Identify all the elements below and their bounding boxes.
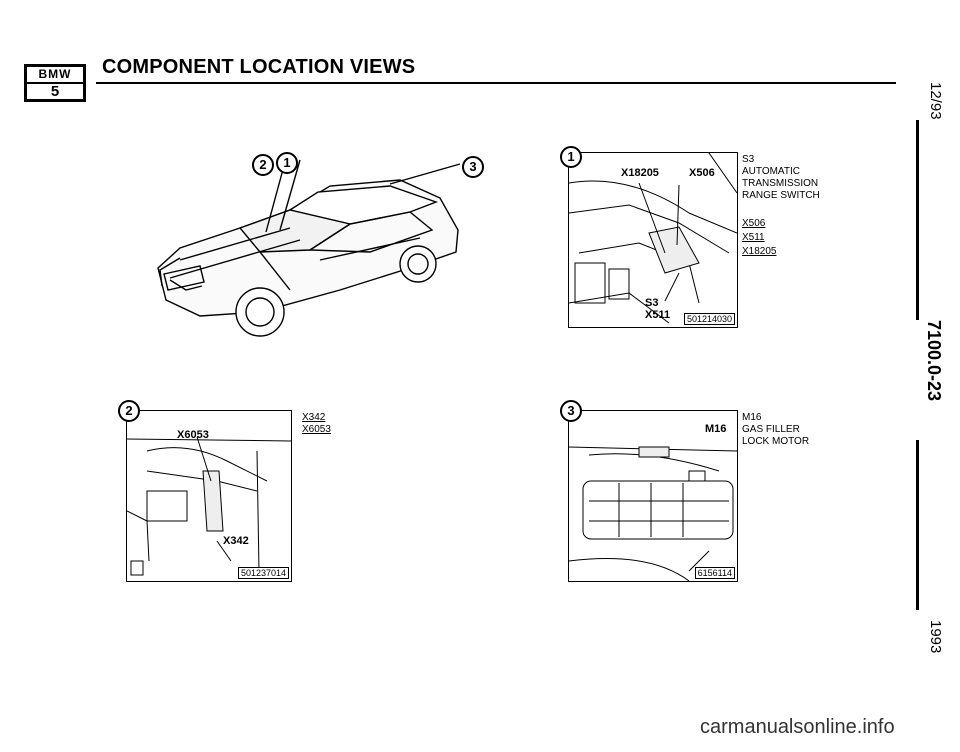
car-drawing [157, 159, 461, 337]
figure-number-2: 501237014 [237, 567, 289, 579]
side-rule-bottom [916, 440, 919, 610]
legend-m16-line1: GAS FILLER [742, 424, 800, 435]
side-page-number: 7100.0-23 [924, 320, 944, 402]
figure-number-1: 501214030 [683, 313, 735, 325]
callout-2-car: 2 [252, 154, 274, 176]
callout-3-panel: 3 [560, 400, 582, 422]
label-x342: X342 [223, 535, 249, 547]
legend-m16-line2: LOCK MOTOR [742, 436, 810, 447]
legend-s3-line2: TRANSMISSION [742, 178, 819, 189]
panel-3-legend: M16 GAS FILLER LOCK MOTOR [742, 412, 809, 448]
legend-x506: X506 [742, 218, 766, 229]
logo-brand: BMW [27, 67, 83, 84]
callout-1-car: 1 [276, 152, 298, 174]
panel-3-drawing [568, 446, 738, 582]
panel-3-trunk: M16 6156114 [568, 410, 738, 582]
car-illustration [140, 140, 500, 360]
label-m16: M16 [705, 423, 727, 435]
legend-m16-code: M16 [742, 412, 762, 423]
legend-x6053: X6053 [302, 424, 331, 435]
logo-series: 5 [50, 83, 60, 100]
legend-s3-line1: AUTOMATIC [742, 166, 800, 177]
label-s3: S3 [645, 297, 659, 309]
label-x511: X511 [645, 309, 671, 321]
callout-3-car: 3 [462, 156, 484, 178]
side-date: 12/93 [927, 82, 944, 120]
panel-2-drawing [126, 436, 292, 576]
header-rule [96, 82, 896, 84]
watermark-text[interactable]: carmanualsonline.info [700, 716, 895, 738]
panel-1-legend: S3 AUTOMATIC TRANSMISSION RANGE SWITCH X… [742, 154, 820, 258]
legend-s3-line3: RANGE SWITCH [742, 190, 820, 201]
legend-x511: X511 [742, 232, 765, 243]
side-year: 1993 [927, 620, 944, 654]
callout-2-panel: 2 [118, 400, 140, 422]
label-x18205: X18205 [621, 167, 659, 179]
panel-1-transmission: X18205 X506 S3 X511 501214030 [568, 152, 738, 328]
callout-1-panel: 1 [560, 146, 582, 168]
legend-x342: X342 [302, 412, 326, 423]
figure-number-3: 6156114 [694, 567, 735, 579]
page-title: COMPONENT LOCATION VIEWS [102, 56, 416, 78]
panel-1-drawing [568, 152, 738, 324]
panel-2-door: X6053 X342 501237014 [126, 410, 292, 582]
label-x506: X506 [689, 167, 715, 179]
panel-2-legend: X342 X6053 [302, 412, 331, 436]
bmw-5-logo: BMW 5 [24, 64, 86, 102]
legend-s3-code: S3 [742, 154, 755, 165]
legend-x18205: X18205 [742, 246, 777, 257]
side-rule-top [916, 120, 919, 320]
label-x6053: X6053 [177, 429, 209, 441]
